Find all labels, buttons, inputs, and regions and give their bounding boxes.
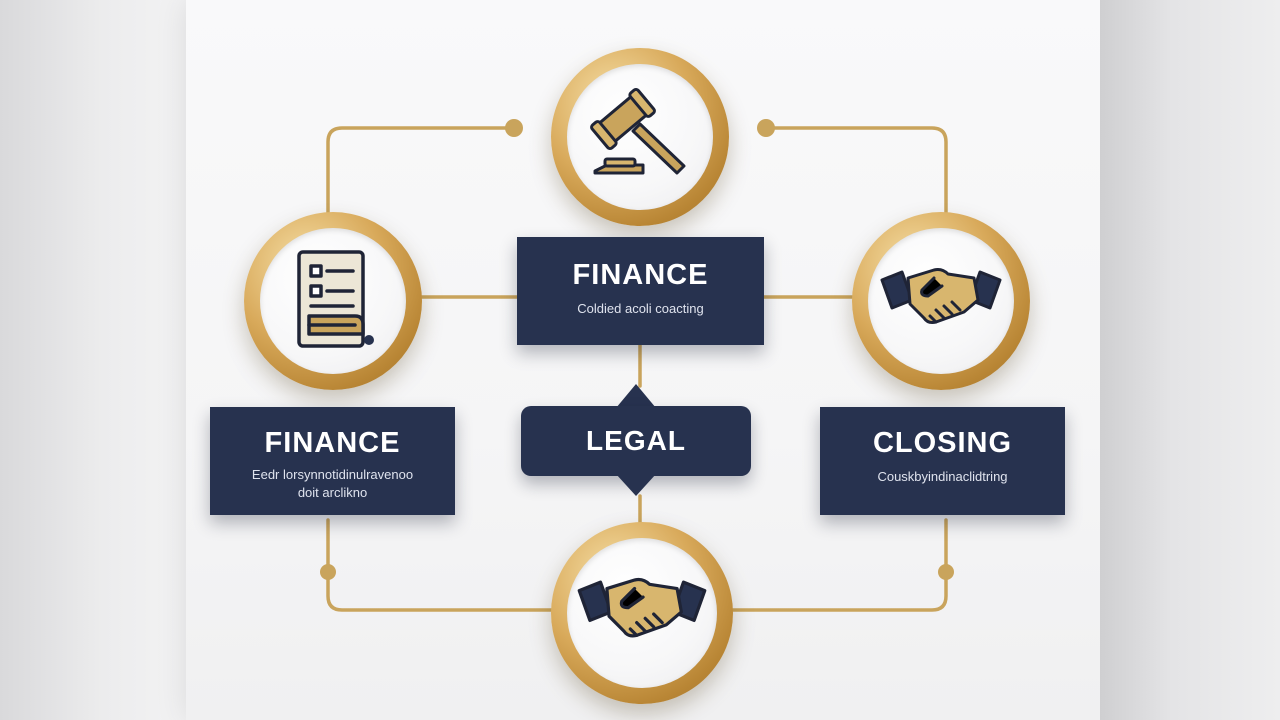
connector-top-right [764, 126, 948, 224]
gavel-icon [590, 87, 686, 175]
connector-bottom-right [720, 518, 948, 612]
node-bottom [551, 522, 733, 704]
connector-dot [757, 119, 775, 137]
node-top [551, 48, 729, 226]
node-right [852, 212, 1030, 390]
box-title: FINANCE [264, 427, 401, 459]
connector-dot [938, 564, 954, 580]
legal-box: LEGAL [521, 406, 751, 476]
box-subtitle-line: doit arclikno [297, 485, 368, 500]
finance-box-center: FINANCE Coldied acoli coacting [517, 237, 764, 345]
box-title: LEGAL [586, 425, 686, 456]
node-left [244, 212, 422, 390]
connector-top-left [326, 126, 516, 224]
handshake-icon [577, 577, 707, 638]
document-icon [297, 250, 374, 348]
box-title: FINANCE [572, 259, 709, 291]
connector-bottom-left [326, 518, 562, 612]
connector-dot [505, 119, 523, 137]
legal-notch-bottom [616, 474, 656, 496]
connector-dot [320, 564, 336, 580]
handshake-icon [880, 268, 1002, 324]
box-subtitle: Eedr lorsynnotidinulravenoo doit arclikn… [210, 466, 455, 502]
box-subtitle: Couskbyindinaclidtring [877, 469, 1008, 484]
box-subtitle: Coldied acoli coacting [577, 301, 704, 316]
box-title: CLOSING [872, 427, 1013, 459]
box-subtitle-line: Eedr lorsynnotidinulravenoo [251, 467, 414, 482]
closing-box: CLOSING Couskbyindinaclidtring [820, 407, 1065, 515]
finance-box-left: FINANCE Eedr lorsynnotidinulravenoo doit… [210, 407, 455, 515]
background-shade [1100, 0, 1280, 720]
legal-notch-top [616, 384, 656, 408]
